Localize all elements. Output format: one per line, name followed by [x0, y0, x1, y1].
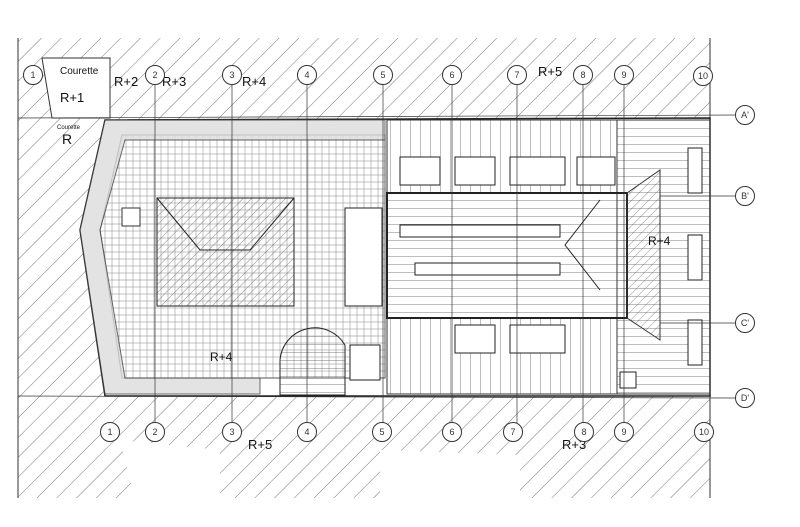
grid-marker-top: 6 — [442, 65, 462, 85]
level-r4: R+4 — [242, 74, 267, 89]
grid-marker-bottom: 9 — [614, 422, 634, 442]
grid-marker-bottom: 6 — [442, 422, 462, 442]
grid-marker-bottom: 5 — [372, 422, 392, 442]
grid-marker-right: B' — [735, 186, 755, 206]
courette-left-title: Courette — [57, 125, 81, 131]
terrace-level: R+4 — [210, 350, 233, 364]
level-r3: R+3 — [162, 74, 187, 89]
grid-marker-top: 5 — [373, 65, 393, 85]
courette-top-title: Courette — [60, 66, 99, 77]
grid-marker-bottom: 8 — [574, 422, 594, 442]
courette-top-level: R+1 — [60, 90, 85, 105]
grid-marker-right: A' — [735, 105, 755, 125]
grid-marker-top: 9 — [614, 65, 634, 85]
grid-marker-right: C' — [735, 313, 755, 333]
grid-marker-top: 4 — [297, 65, 317, 85]
level-r5: R+5 — [538, 64, 563, 79]
grid-marker-bottom: 3 — [222, 422, 242, 442]
grid-marker-top: 10 — [693, 66, 713, 86]
bottom-level-r5: R+5 — [248, 437, 273, 452]
grid-marker-bottom: 4 — [297, 422, 317, 442]
grid-marker-top: 7 — [507, 65, 527, 85]
grid-marker-top: 1 — [23, 65, 43, 85]
grid-marker-bottom: 2 — [145, 422, 165, 442]
grid-marker-bottom: 7 — [503, 422, 523, 442]
grid-marker-right: D' — [735, 388, 755, 408]
grid-marker-top: 2 — [145, 65, 165, 85]
grid-marker-top: 3 — [222, 65, 242, 85]
right-wing-level: R+4 — [648, 234, 671, 248]
level-r2: R+2 — [114, 74, 139, 89]
grid-marker-bottom: 10 — [694, 422, 714, 442]
grid-marker-bottom: 1 — [100, 422, 120, 442]
courette-left-level: R — [62, 131, 73, 147]
grid-marker-top: 8 — [573, 65, 593, 85]
